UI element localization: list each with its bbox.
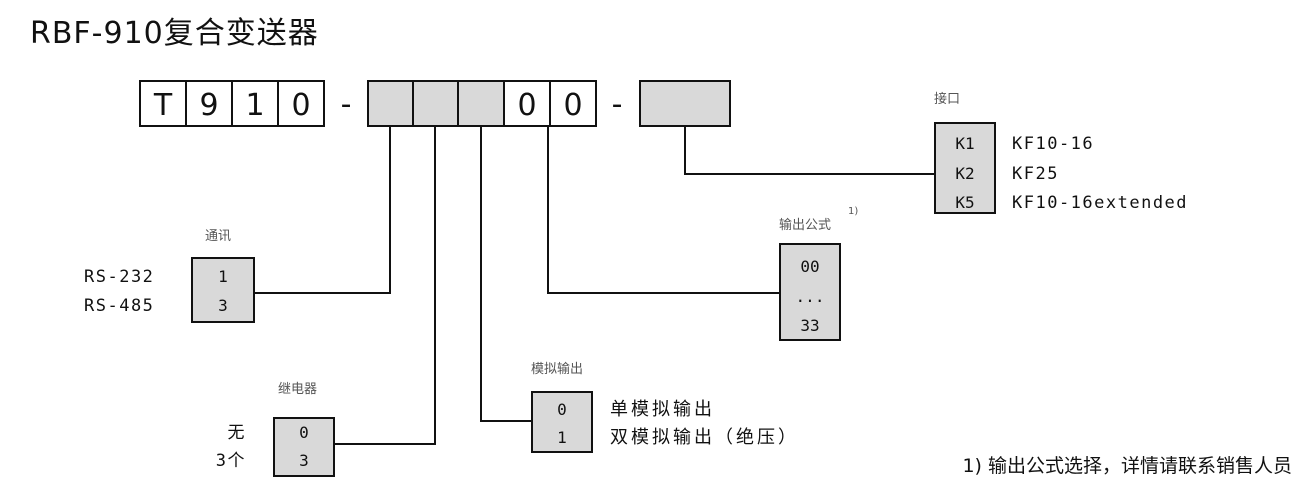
separator-2: -	[612, 87, 623, 122]
comm-code-3: 3	[218, 296, 228, 315]
code-box-2	[185, 80, 233, 127]
interface-label-k5: KF10-16extended	[1012, 193, 1188, 213]
code-box-1	[139, 80, 187, 127]
comm-group: 通讯 1 3 RS-232 RS-485	[84, 229, 255, 323]
connector-interface	[684, 126, 935, 175]
relay-label-three: 3个	[216, 451, 246, 471]
diagram-title: RBF-910复合变送器	[30, 16, 319, 51]
code-char-4: 0	[291, 88, 310, 123]
connector-analog	[480, 126, 532, 422]
analog-code-0: 0	[557, 400, 567, 419]
formula-code-33: 33	[800, 316, 819, 335]
relay-header: 继电器	[278, 382, 317, 397]
analog-header: 模拟输出	[531, 361, 583, 377]
interface-code-k1: K1	[955, 134, 974, 153]
separator-1: -	[341, 87, 352, 122]
interface-code-k2: K2	[955, 164, 974, 183]
formula-footnote-mark: 1)	[848, 206, 858, 217]
code-box-relay	[412, 80, 459, 127]
code-box-interface	[639, 80, 731, 127]
code-box-formula-1	[503, 80, 551, 127]
code-string: T 9 1 0 - 0 0 -	[139, 80, 731, 127]
code-box-comm	[367, 80, 414, 127]
formula-code-00: 00	[800, 257, 819, 276]
connector-relay	[334, 126, 436, 445]
analog-code-1: 1	[557, 428, 567, 447]
interface-code-box	[934, 122, 996, 214]
formula-group: 输出公式 1) 00 ... 33	[779, 206, 858, 341]
code-box-formula-2	[549, 80, 597, 127]
code-box-analog	[457, 80, 505, 127]
code-box-3	[231, 80, 279, 127]
comm-label-rs232: RS-232	[84, 267, 154, 287]
footnote: 1) 输出公式选择，详情请联系销售人员	[962, 455, 1292, 477]
analog-label-single: 单模拟输出	[610, 399, 715, 420]
relay-label-none: 无	[228, 423, 247, 443]
relay-code-0: 0	[299, 423, 309, 442]
formula-code-ellipsis: ...	[796, 287, 825, 306]
interface-label-k2: KF25	[1012, 164, 1059, 184]
comm-code-box	[191, 257, 255, 323]
formula-code-box	[779, 243, 841, 341]
code-char-2: 9	[199, 88, 218, 123]
code-char-formula-1: 0	[517, 88, 536, 123]
comm-label-rs485: RS-485	[84, 296, 154, 316]
relay-code-box	[273, 417, 335, 477]
code-char-3: 1	[245, 88, 264, 123]
analog-code-box	[531, 391, 593, 453]
formula-header: 输出公式	[779, 217, 831, 233]
interface-label-k1: KF10-16	[1012, 134, 1094, 154]
code-char-formula-2: 0	[563, 88, 582, 123]
code-char-1: T	[153, 88, 173, 123]
connector-formula	[547, 126, 780, 294]
analog-label-dual: 双模拟输出（绝压）	[610, 427, 799, 448]
analog-group: 模拟输出 0 1 单模拟输出 双模拟输出（绝压）	[531, 361, 799, 453]
relay-group: 继电器 0 3 无 3个	[216, 382, 335, 477]
connector-comm	[254, 126, 391, 294]
comm-header: 通讯	[205, 229, 231, 244]
interface-header: 接口	[934, 91, 960, 107]
comm-code-1: 1	[218, 267, 228, 286]
interface-code-k5: K5	[955, 193, 974, 212]
interface-group: 接口 K1 K2 K5 KF10-16 KF25 KF10-16extended	[934, 91, 1188, 214]
relay-code-3: 3	[299, 451, 309, 470]
code-box-4	[277, 80, 325, 127]
